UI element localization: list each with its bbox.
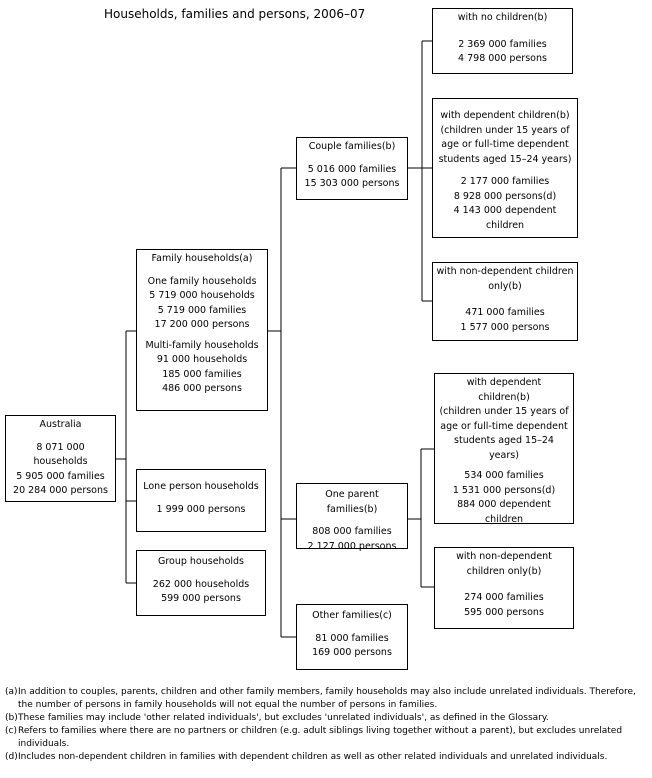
couple-no-children-persons: 4 798 000 persons — [458, 53, 547, 64]
couple-dependent-title-2: (children under 15 years of — [440, 124, 570, 136]
footnote-marker: (b) — [5, 713, 18, 723]
other-families-box: Other families(c) 81 000 families 169 00… — [296, 604, 408, 670]
couple-dependent-children-box: with dependent children(b) (children und… — [432, 98, 578, 238]
lone-person-households-box: Lone person households 1 999 000 persons — [136, 469, 266, 532]
one-parent-families-title: One parent families(b) — [325, 489, 379, 515]
diagram-title: Households, families and persons, 2006–0… — [104, 7, 366, 21]
one-parent-families-count: 808 000 families — [312, 526, 392, 537]
couple-dependent-children-count: 4 143 000 dependent children — [453, 205, 557, 231]
australia-persons: 20 284 000 persons — [13, 485, 108, 496]
couple-non-dependent-title-1: with non-dependent children — [436, 266, 574, 277]
couple-no-children-box: with no children(b) 2 369 000 families 4… — [432, 8, 573, 74]
couple-families-title: Couple families(b) — [308, 141, 396, 152]
other-families-title: Other families(c) — [312, 610, 392, 621]
couple-non-dependent-title-2: only(b) — [488, 280, 522, 292]
couple-families-count: 5 016 000 families — [307, 163, 397, 175]
lone-person-title: Lone person households — [143, 481, 259, 492]
one-family-households-count: 5 719 000 households — [149, 290, 255, 301]
multi-family-households-count: 91 000 households — [156, 354, 248, 365]
group-households-title: Group households — [157, 556, 245, 567]
footnote-marker: (c) — [5, 726, 17, 736]
parent-dependent-persons: 1 531 000 persons(d) — [452, 484, 556, 496]
one-parent-families-box: One parent families(b) 808 000 families … — [296, 483, 408, 552]
parent-non-dependent-families: 274 000 families — [464, 592, 544, 603]
family-households-title: Family households(a) — [151, 253, 253, 264]
parent-dependent-title-2: children(b) — [478, 391, 530, 403]
parent-dependent-title-1: with dependent — [466, 377, 542, 388]
parent-dependent-families: 534 000 families — [464, 470, 544, 481]
group-households-count: 262 000 households — [152, 578, 250, 590]
couple-persons-count: 15 303 000 persons — [304, 178, 400, 189]
couple-dependent-persons: 8 928 000 persons(d) — [453, 190, 557, 202]
couple-non-dependent-children-box: with non-dependent children only(b) 471 … — [432, 262, 578, 341]
parent-non-dependent-title-1: with non-dependent — [456, 551, 552, 562]
couple-non-dependent-families: 471 000 families — [465, 307, 545, 318]
couple-dependent-families: 2 177 000 families — [460, 176, 550, 187]
couple-non-dependent-persons: 1 577 000 persons — [460, 321, 550, 333]
parent-dependent-children-label: children — [484, 513, 524, 525]
couple-no-children-families: 2 369 000 families — [458, 38, 547, 50]
parent-non-dependent-children-box: with non-dependent children only(b) 274 … — [434, 547, 574, 629]
family-households-box: Family households(a) One family househol… — [136, 249, 268, 411]
parent-dependent-children-box: with dependent children(b) (children und… — [434, 373, 574, 525]
couple-dependent-title-3: age or full-time dependent — [441, 139, 569, 150]
lone-person-persons: 1 999 000 persons — [156, 503, 246, 515]
couple-dependent-title-4: students aged 15–24 years) — [438, 153, 572, 165]
couple-dependent-title-1: with dependent children(b) — [440, 110, 570, 121]
couple-no-children-title: with no children(b) — [457, 12, 548, 23]
footnote-text: These families may include 'other relate… — [18, 713, 549, 723]
couple-families-box: Couple families(b) 5 016 000 families 15… — [296, 137, 408, 200]
footnote-text: Includes non-dependent children in famil… — [18, 752, 608, 762]
parent-dependent-title-5: students aged 15–24 years) — [454, 435, 554, 461]
one-parent-persons-count: 2 127 000 persons — [307, 540, 397, 552]
footnote-a: (a) In addition to couples, parents, chi… — [5, 686, 645, 712]
multi-family-persons-count: 486 000 persons — [162, 383, 242, 394]
footnote-marker: (d) — [5, 752, 18, 762]
other-persons-count: 169 000 persons — [312, 647, 392, 658]
multi-family-families-count: 185 000 families — [162, 368, 242, 380]
australia-title: Australia — [39, 419, 82, 430]
group-households-box: Group households 262 000 households 599 … — [136, 550, 266, 616]
parent-non-dependent-title-2: children only(b) — [466, 565, 542, 577]
footnote-d: (d) Includes non-dependent children in f… — [5, 751, 645, 764]
one-family-households-label: One family households — [147, 275, 257, 287]
footnotes: (a) In addition to couples, parents, chi… — [5, 686, 645, 764]
multi-family-households-label: Multi-family households — [145, 339, 259, 351]
group-persons-count: 599 000 persons — [161, 593, 241, 604]
australia-box: Australia 8 071 000 households 5 905 000… — [5, 415, 116, 502]
australia-households: 8 071 000 households — [33, 441, 88, 468]
parent-dependent-title-4: age or full-time dependent — [440, 420, 568, 432]
footnote-b: (b) These families may include 'other re… — [5, 712, 645, 725]
australia-families: 5 905 000 families — [16, 470, 105, 482]
footnote-text: Refers to families where there are no pa… — [18, 726, 623, 749]
parent-dependent-title-3: (children under 15 years of — [439, 406, 569, 417]
one-family-persons-count: 17 200 000 persons — [154, 319, 250, 330]
footnote-marker: (a) — [5, 687, 18, 697]
one-family-families-count: 5 719 000 families — [157, 304, 247, 316]
footnote-c: (c) Refers to families where there are n… — [5, 725, 645, 751]
other-families-count: 81 000 families — [315, 632, 389, 644]
footnote-text: In addition to couples, parents, childre… — [18, 687, 636, 710]
parent-dependent-children-count: 884 000 dependent — [457, 499, 551, 510]
parent-non-dependent-persons: 595 000 persons — [464, 606, 544, 618]
